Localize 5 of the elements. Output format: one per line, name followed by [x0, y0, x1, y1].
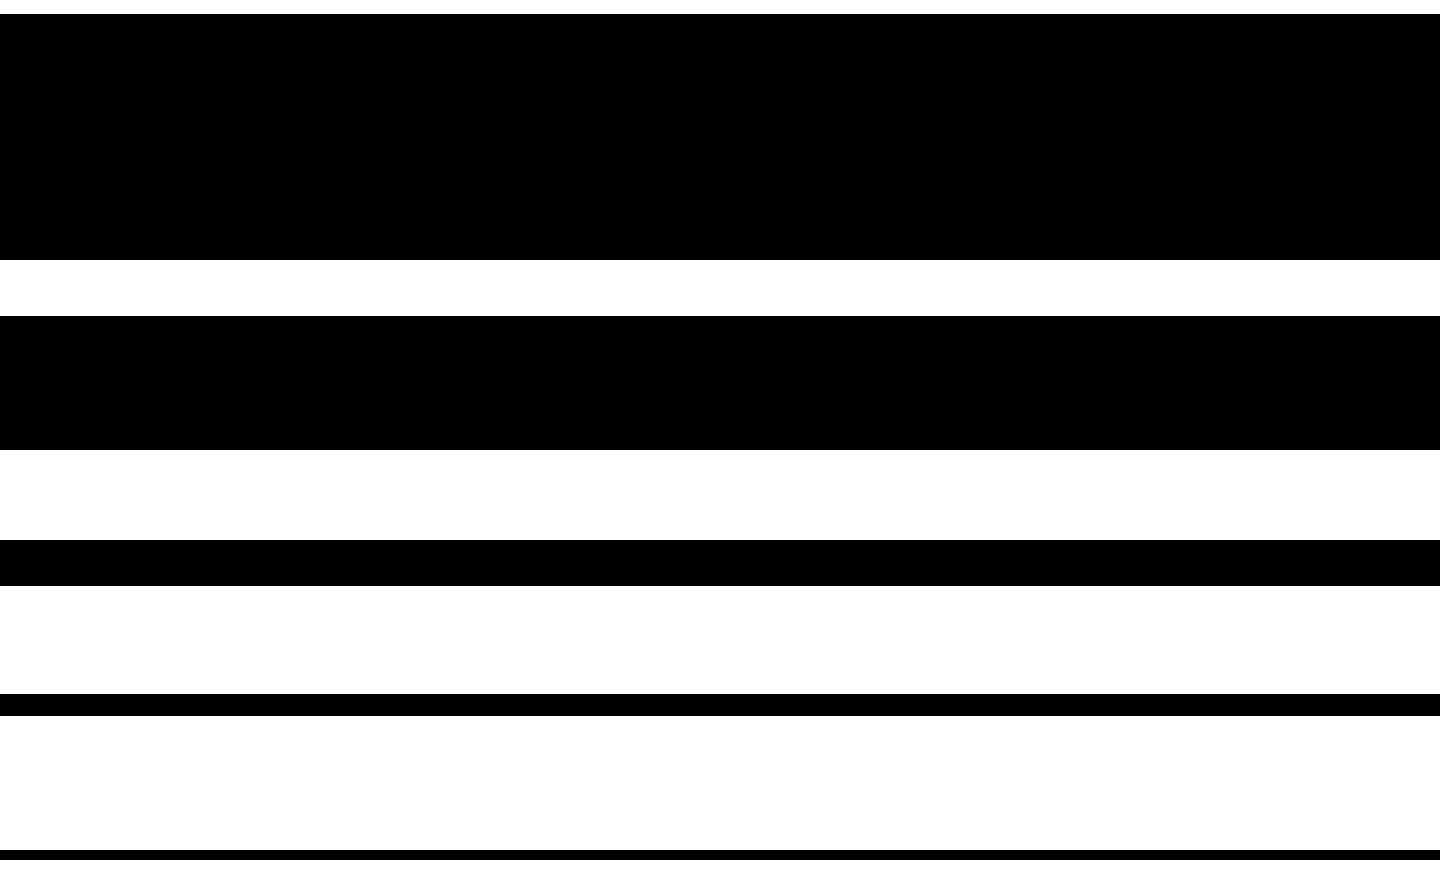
stripe-bar — [0, 850, 1440, 860]
stripe-bar — [0, 14, 1440, 260]
stripe-bar — [0, 694, 1440, 716]
stripe-bar — [0, 540, 1440, 586]
stripe-bar — [0, 316, 1440, 450]
